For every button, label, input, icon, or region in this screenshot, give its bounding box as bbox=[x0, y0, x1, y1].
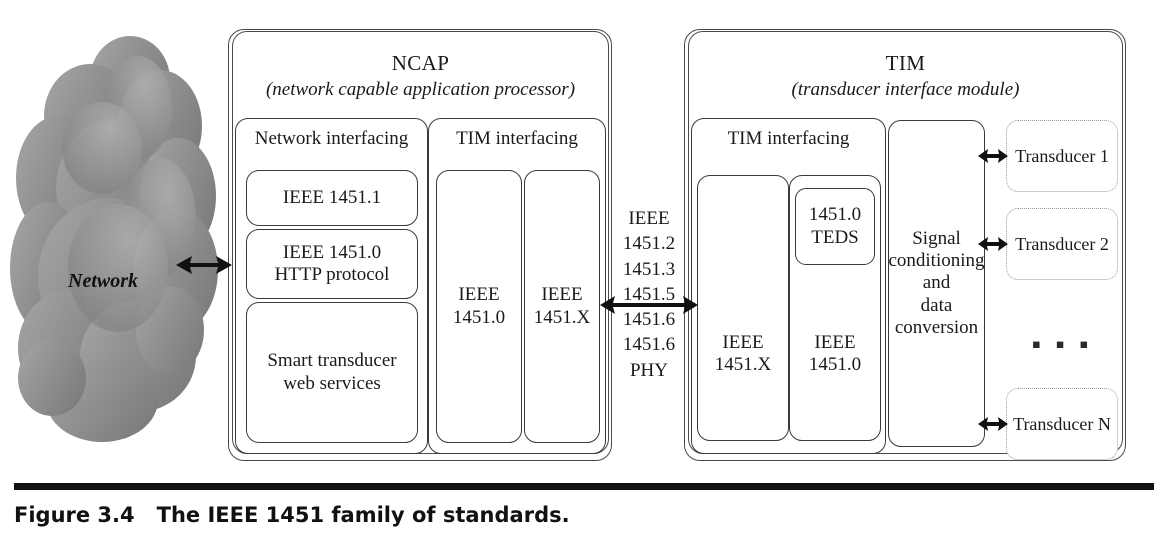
tim-ieee-1451-0-label: IEEE 1451.0 bbox=[808, 331, 862, 375]
ncap-title-block: NCAP (network capable application proces… bbox=[235, 33, 606, 118]
ncap-ieee-1451-0-http-label: IEEE 1451.0 HTTP protocol bbox=[274, 241, 390, 285]
bus-line-6: PHY bbox=[629, 359, 668, 381]
transducer-2-box: Transducer 2 bbox=[1006, 208, 1118, 280]
transducer-1-box: Transducer 1 bbox=[1006, 120, 1118, 192]
transducer-2-label: Transducer 2 bbox=[1015, 233, 1109, 254]
bus-line-1: 1451.2 bbox=[622, 233, 676, 255]
figure-caption-number: Figure 3.4 bbox=[14, 503, 135, 527]
transducer-1-label: Transducer 1 bbox=[1015, 145, 1109, 166]
interface-bus-standards-list: IEEE 1451.2 1451.3 1451.5 1451.6 1451.6 … bbox=[612, 206, 686, 383]
ncap-smart-transducer-web-services-box: Smart transducer web services bbox=[246, 302, 418, 443]
transducer-n-box: Transducer N bbox=[1006, 388, 1118, 460]
ncap-ieee-1451-x-label: IEEE 1451.X bbox=[533, 284, 591, 328]
bus-line-5: 1451.6 bbox=[622, 334, 676, 356]
bus-line-3: 1451.5 bbox=[622, 283, 676, 305]
ncap-smart-transducer-web-services-label: Smart transducer web services bbox=[267, 350, 397, 394]
ncap-tim-interfacing-header: TIM interfacing bbox=[456, 128, 578, 149]
network-label: Network bbox=[68, 270, 138, 292]
ncap-tim-bus-arrow-icon bbox=[600, 296, 698, 314]
tim-title: TIM bbox=[885, 50, 926, 75]
transducer-ellipsis: ▪ ▪ ▪ bbox=[1031, 330, 1093, 359]
figure-caption-text: The IEEE 1451 family of standards. bbox=[156, 503, 570, 527]
bus-line-4: 1451.6 bbox=[622, 309, 676, 331]
network-ncap-arrow-icon bbox=[176, 256, 232, 274]
signal-conditioning-box: Signal conditioning and data conversion bbox=[888, 120, 985, 447]
transducer-1-arrow-icon bbox=[978, 149, 1008, 163]
transducer-n-arrow-icon bbox=[978, 417, 1008, 431]
tim-subtitle: (transducer interface module) bbox=[791, 78, 1020, 100]
ncap-ieee-1451-0-label: IEEE 1451.0 bbox=[452, 284, 506, 328]
bus-line-0: IEEE bbox=[628, 208, 670, 229]
tim-ieee-1451-x-label: IEEE 1451.X bbox=[714, 331, 772, 375]
cloud-shape-icon bbox=[10, 36, 218, 442]
tim-1451-0-teds-label: 1451.0 TEDS bbox=[808, 204, 862, 248]
figure-diagram: Network NCAP (network capable applicatio… bbox=[10, 18, 1126, 461]
bus-line-2: 1451.3 bbox=[622, 258, 676, 280]
signal-conditioning-label: Signal conditioning and data conversion bbox=[888, 228, 985, 338]
ncap-title: NCAP bbox=[391, 50, 450, 75]
tim-title-block: TIM (transducer interface module) bbox=[691, 33, 1120, 118]
figure-caption: Figure 3.4 The IEEE 1451 family of standa… bbox=[14, 503, 570, 527]
caption-divider bbox=[14, 483, 1154, 490]
tim-1451-0-teds-box: 1451.0 TEDS bbox=[795, 188, 875, 265]
transducer-2-arrow-icon bbox=[978, 237, 1008, 251]
ncap-subtitle: (network capable application processor) bbox=[265, 78, 576, 100]
network-cloud: Network bbox=[10, 18, 225, 458]
transducer-n-label: Transducer N bbox=[1013, 413, 1111, 434]
ncap-ieee-1451-0-box: IEEE 1451.0 bbox=[436, 170, 522, 443]
tim-interfacing-header: TIM interfacing bbox=[727, 128, 850, 149]
ncap-ieee-1451-1-label: IEEE 1451.1 bbox=[282, 186, 382, 208]
ncap-ieee-1451-x-box: IEEE 1451.X bbox=[524, 170, 600, 443]
tim-ieee-1451-x-box: IEEE 1451.X bbox=[697, 175, 789, 441]
ncap-network-interfacing-header: Network interfacing bbox=[254, 128, 409, 149]
ncap-ieee-1451-1-box: IEEE 1451.1 bbox=[246, 170, 418, 226]
ncap-ieee-1451-0-http-box: IEEE 1451.0 HTTP protocol bbox=[246, 229, 418, 299]
